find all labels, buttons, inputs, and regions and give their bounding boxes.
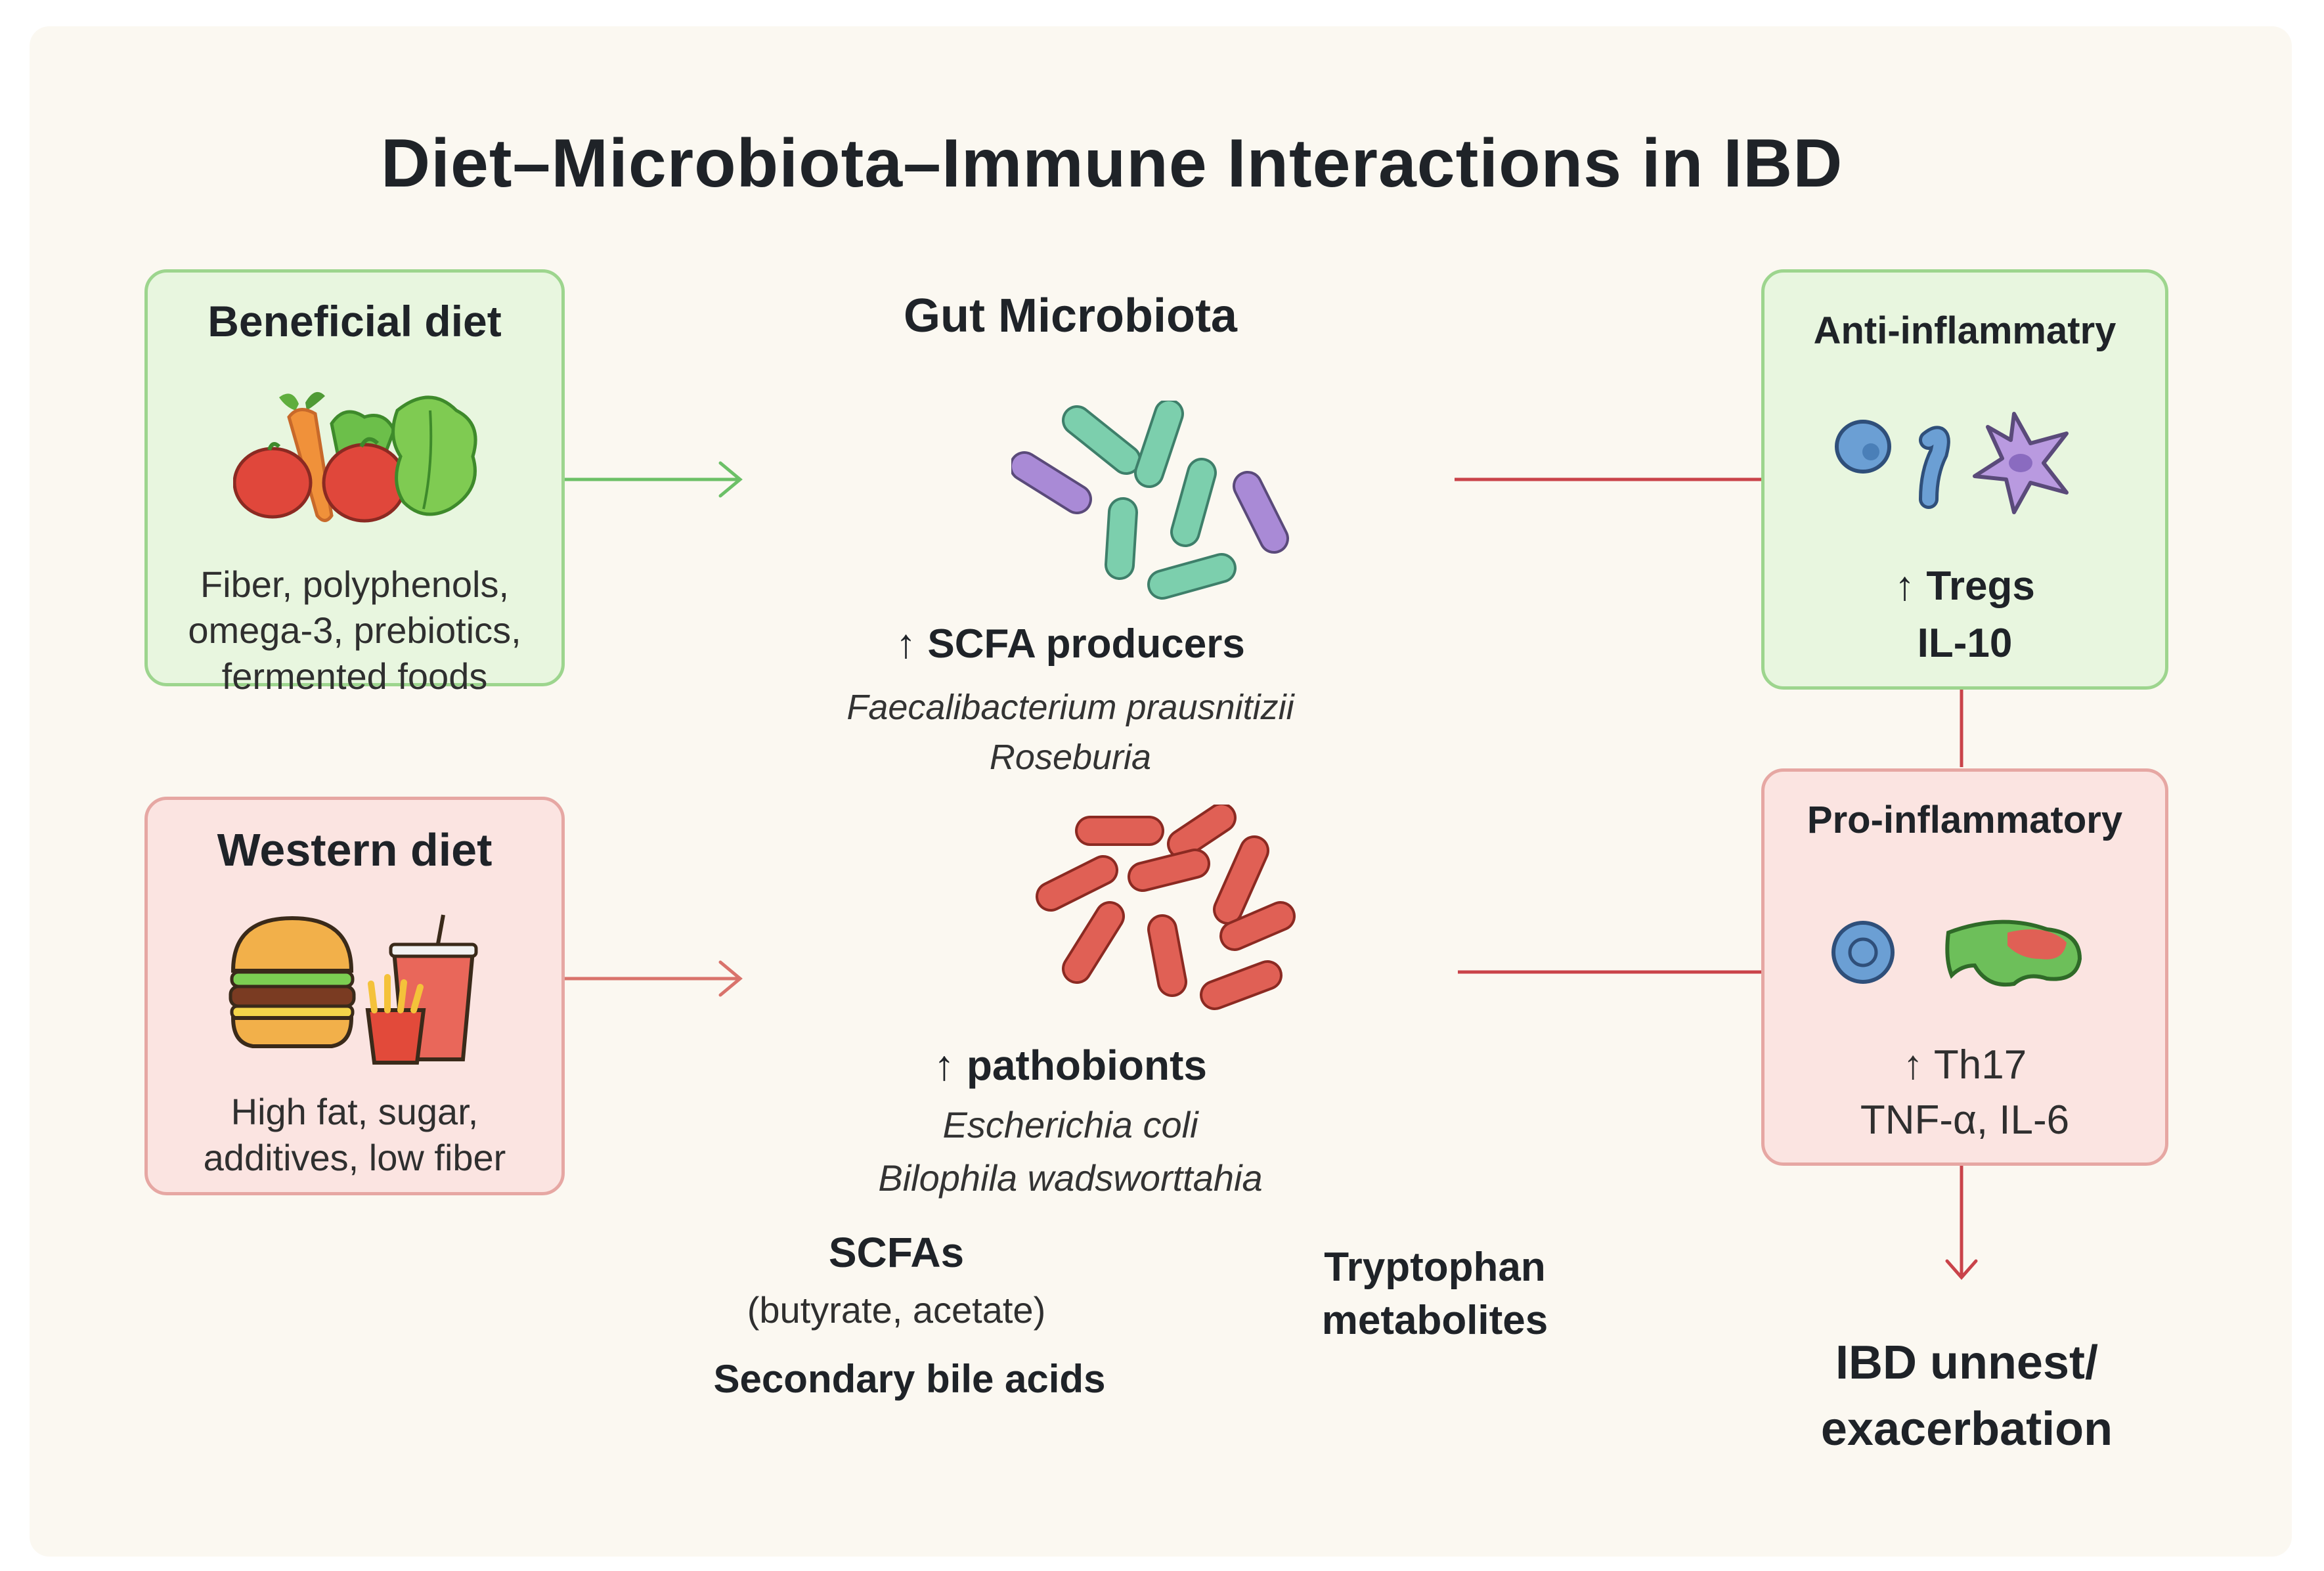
anti-inflammatory-title: Anti-inflammatry xyxy=(1813,309,2116,352)
immune-cells-icon xyxy=(1835,412,2069,514)
inflammatory-cells-icon xyxy=(1831,919,2082,987)
beneficial-line: omega-3, prebiotics, xyxy=(188,609,521,651)
scfa-species: Roseburia xyxy=(989,737,1152,777)
scfa-producers-label: ↑ SCFA producers xyxy=(896,621,1245,667)
tryptophan-line: metabolites xyxy=(1321,1297,1548,1343)
pathobiont-species: Bilophila wadsworttahia xyxy=(878,1157,1263,1199)
scfas-subtitle: (butyrate, acetate) xyxy=(747,1289,1046,1331)
scfa-species: Faecalibacterium prausnitizii xyxy=(846,688,1294,727)
pathobiont-species-list: Escherichia coli Bilophila wadsworttahia xyxy=(775,1098,1366,1205)
pro-inflammatory-title: Pro-inflammatory xyxy=(1807,799,2123,841)
beneficial-line: Fiber, polyphenols, xyxy=(200,564,510,605)
scfa-species-list: Faecalibacterium prausnitizii Roseburia xyxy=(775,683,1366,782)
beneficial-diet-description: Fiber, polyphenols, omega-3, prebiotics,… xyxy=(148,562,561,699)
pathobiont-species: Escherichia coli xyxy=(942,1104,1198,1145)
page-title: Diet–Microbiota–Immune Interactions in I… xyxy=(381,125,1843,202)
pro-marker: TNF-α, IL-6 xyxy=(1860,1097,2070,1143)
arrow-beneficial-to-microbiota xyxy=(563,461,743,498)
diagram-canvas: Diet–Microbiota–Immune Interactions in I… xyxy=(30,26,2292,1557)
outcome-line: exacerbation xyxy=(1820,1402,2113,1455)
western-line: High fat, sugar, xyxy=(230,1091,479,1132)
pathobiont-bacteria-icon xyxy=(1036,805,1296,1010)
gut-microbiota-title: Gut Microbiota xyxy=(904,290,1237,342)
pro-marker: ↑ Th17 xyxy=(1902,1042,2027,1088)
pathobionts-label: ↑ pathobionts xyxy=(934,1042,1207,1089)
arrow-pro-to-outcome xyxy=(1945,1166,1978,1280)
anti-inflammatory-markers: ↑ Tregs IL-10 xyxy=(1765,558,2165,673)
anti-inflammatory-box: Anti-inflammatry ↑ Tregs IL-10 xyxy=(1761,269,2168,690)
tryptophan-metabolites: Tryptophan metabolites xyxy=(1238,1241,1632,1347)
pro-inflammatory-box: Pro-inflammatory ↑ Th17 TNF-α, IL-6 xyxy=(1761,768,2168,1166)
outcome-line: IBD unnest/ xyxy=(1835,1337,2098,1389)
beneficial-bacteria-icon xyxy=(1011,401,1289,600)
arrow-western-to-microbiota xyxy=(563,960,743,997)
beneficial-diet-title: Beneficial diet xyxy=(208,297,502,345)
western-diet-box: Western diet High fat, sugar, additives,… xyxy=(144,797,565,1195)
western-diet-title: Western diet xyxy=(217,824,493,875)
beneficial-line: fermented foods xyxy=(221,655,488,697)
vegetables-icon xyxy=(233,391,477,523)
western-diet-description: High fat, sugar, additives, low fiber xyxy=(148,1089,561,1181)
fast-food-icon xyxy=(229,914,478,1065)
pro-inflammatory-markers: ↑ Th17 TNF-α, IL-6 xyxy=(1765,1038,2165,1147)
connector-layer xyxy=(563,461,1978,1280)
tryptophan-line: Tryptophan xyxy=(1324,1245,1546,1290)
ibd-outcome: IBD unnest/ exacerbation xyxy=(1730,1330,2203,1463)
western-line: additives, low fiber xyxy=(203,1137,506,1178)
anti-marker: ↑ Tregs xyxy=(1895,564,2035,609)
anti-marker: IL-10 xyxy=(1917,620,2013,666)
secondary-bile-acids: Secondary bile acids xyxy=(713,1357,1106,1401)
beneficial-diet-box: Beneficial diet Fiber, polyphenols, omeg… xyxy=(144,269,565,697)
scfas-title: SCFAs xyxy=(828,1229,965,1276)
